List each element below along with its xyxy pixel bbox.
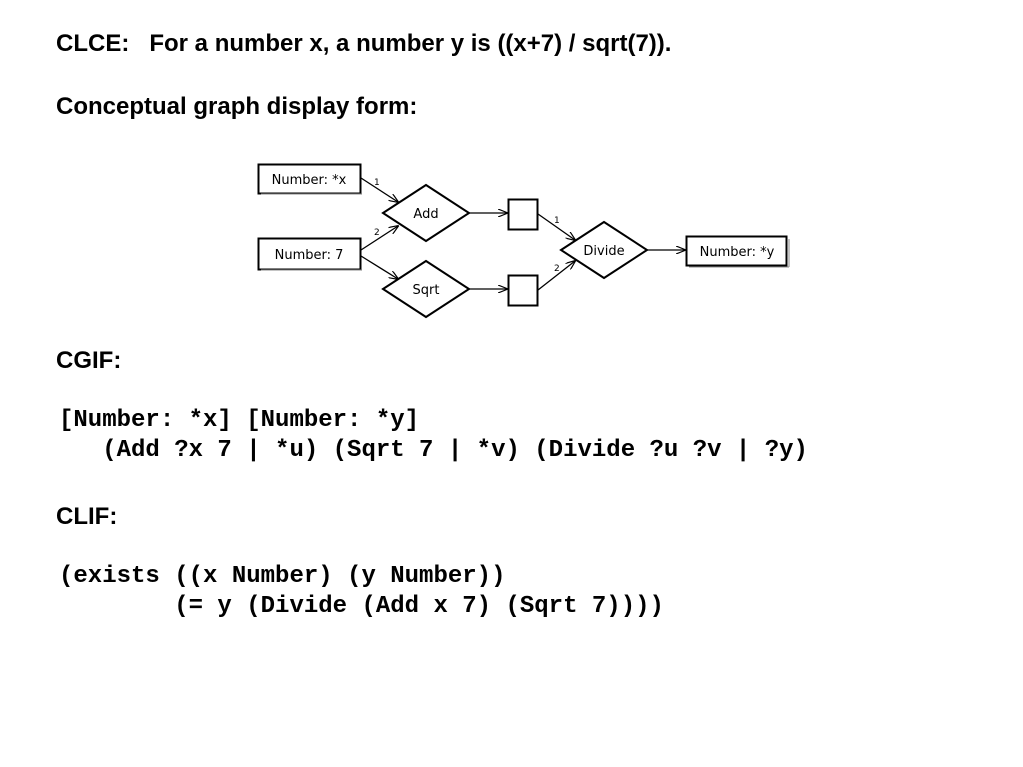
arc-blank-to-divide-2 bbox=[537, 261, 575, 291]
cgif-line-1: [Number: *x] [Number: *y] bbox=[59, 407, 420, 434]
concept-number-7: Number: 7 bbox=[257, 237, 362, 271]
concept-number-7-label: Number: 7 bbox=[275, 248, 344, 263]
concept-number-y: Number: *y bbox=[685, 235, 790, 268]
clce-line: CLCE: For a number x, a number y is ((x+… bbox=[56, 30, 671, 58]
relation-add: Add bbox=[381, 183, 471, 243]
relation-sqrt: Sqrt bbox=[381, 259, 471, 319]
relation-divide-label: Divide bbox=[583, 244, 624, 259]
arc-number-add-2: 2 bbox=[374, 228, 380, 238]
concept-number-x: Number: *x bbox=[257, 163, 362, 195]
arc-number-divide-1: 1 bbox=[554, 216, 560, 226]
concept-blank-sqrt-result bbox=[507, 274, 539, 307]
arc-number-x-to-add bbox=[360, 177, 398, 202]
arc-number-7-to-sqrt bbox=[360, 255, 398, 279]
cgif-line-2: (Add ?x 7 | *u) (Sqrt 7 | *v) (Divide ?u… bbox=[59, 437, 808, 464]
clif-heading: CLIF: bbox=[56, 503, 118, 530]
clif-line-1: (exists ((x Number) (y Number)) bbox=[59, 563, 506, 590]
display-form-heading: Conceptual graph display form: bbox=[56, 93, 418, 120]
clce-sentence: For a number x, a number y is ((x+7) / s… bbox=[149, 30, 672, 57]
cgif-heading: CGIF: bbox=[56, 347, 122, 374]
clif-line-2: (= y (Divide (Add x 7) (Sqrt 7)))) bbox=[59, 593, 664, 620]
clce-label: CLCE: bbox=[56, 30, 130, 57]
arc-blank-to-divide-1 bbox=[537, 213, 575, 240]
arc-number-divide-2: 2 bbox=[554, 264, 560, 274]
concept-number-x-label: Number: *x bbox=[272, 173, 347, 188]
relation-sqrt-label: Sqrt bbox=[413, 283, 440, 298]
relation-add-label: Add bbox=[413, 207, 438, 222]
arcs bbox=[360, 177, 685, 291]
concept-number-y-label: Number: *y bbox=[700, 245, 775, 260]
arc-number-add-1: 1 bbox=[374, 178, 380, 188]
relation-divide: Divide bbox=[559, 220, 649, 280]
arc-number-7-to-add bbox=[360, 226, 398, 251]
concept-blank-add-result bbox=[507, 198, 539, 231]
